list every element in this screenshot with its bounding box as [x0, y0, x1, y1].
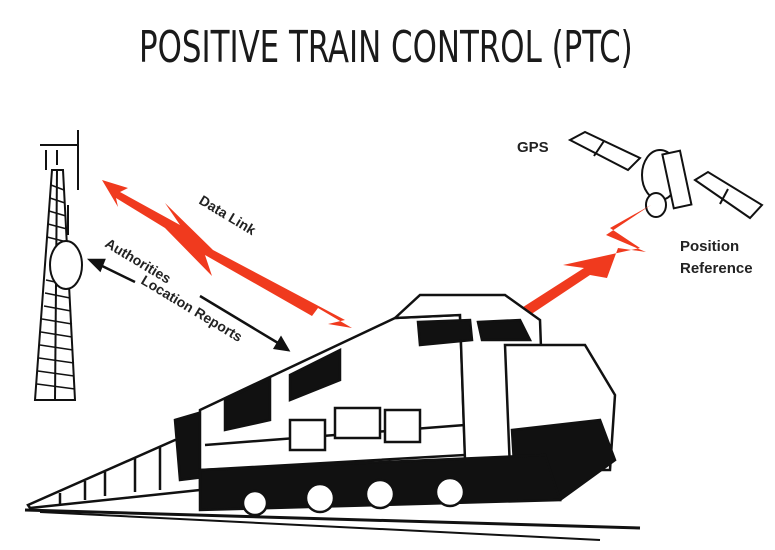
- data-link-bolt-icon: [102, 180, 352, 328]
- authorities-label: Authorities: [102, 235, 174, 287]
- position-reference-bolt-icon: [515, 205, 651, 318]
- reference-label: Reference: [680, 260, 753, 277]
- location-reports-label: Location Reports: [138, 272, 245, 345]
- locomotive-icon: [24, 293, 641, 541]
- gps-satellite-icon: [567, 130, 764, 220]
- radio-tower-icon: [33, 130, 83, 401]
- diagram-title: POSITIVE TRAIN CONTROL (PTC): [138, 22, 633, 73]
- data-link-label: Data Link: [196, 192, 258, 238]
- two-way-arrow-icon: [86, 258, 291, 352]
- gps-label: GPS: [517, 139, 549, 156]
- position-label: Position: [680, 238, 739, 255]
